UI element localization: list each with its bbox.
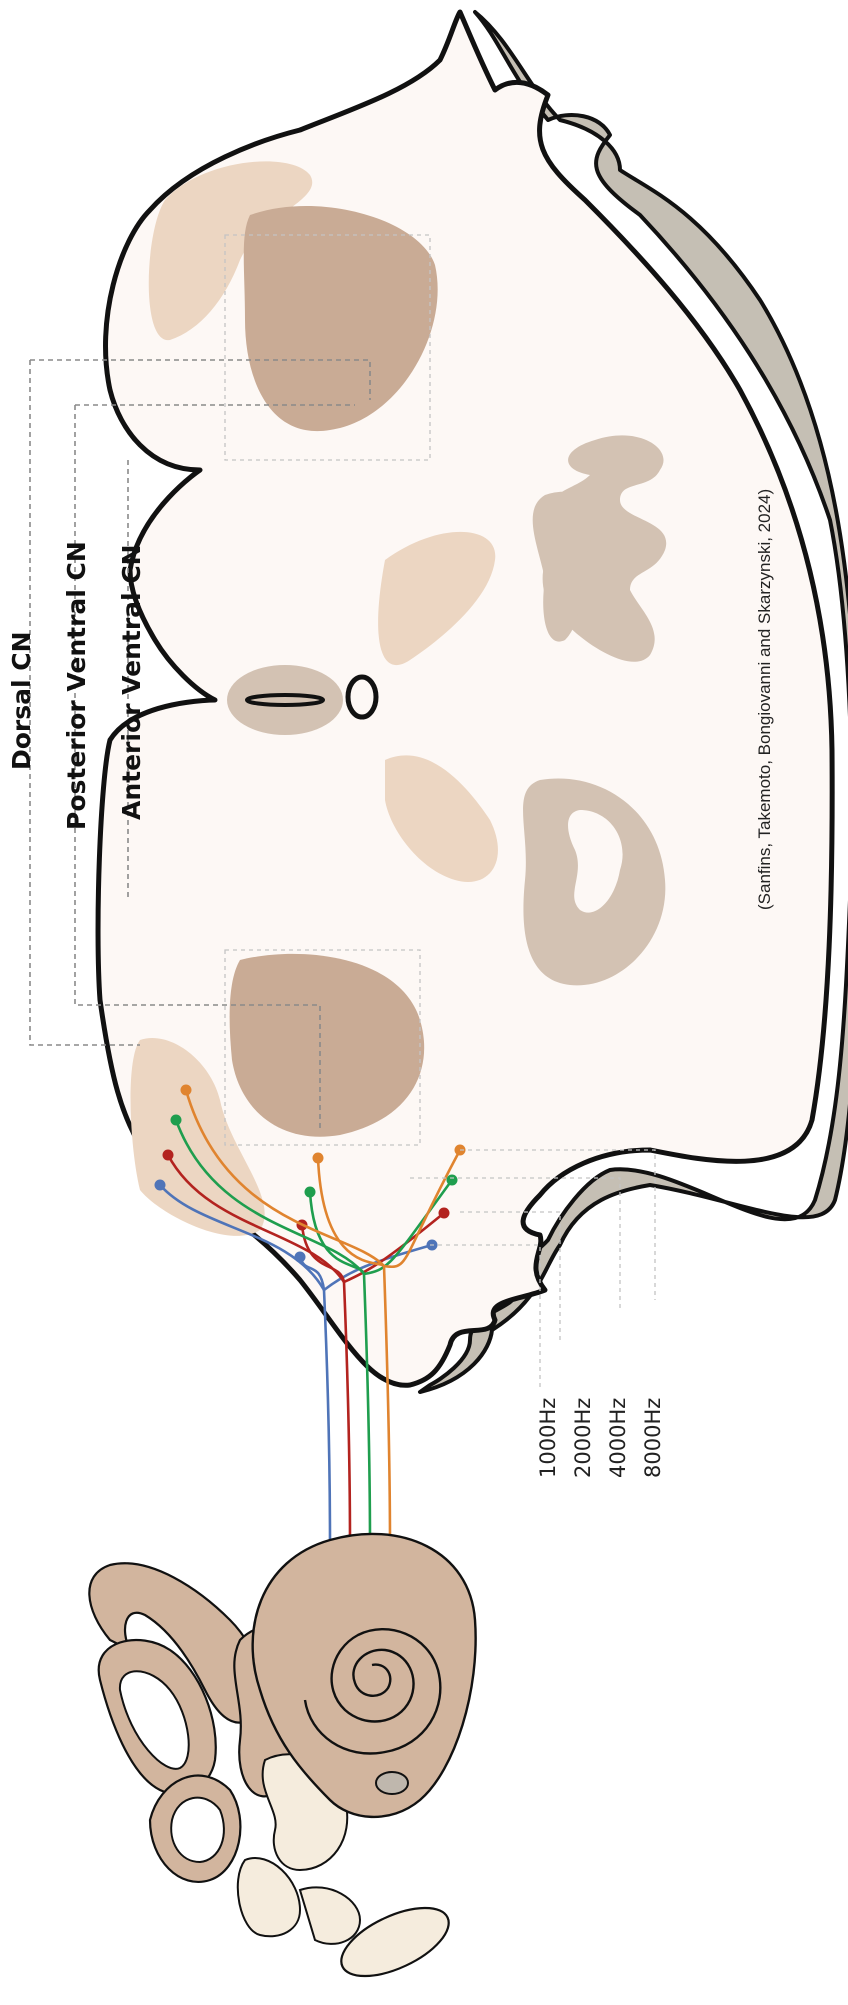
frequency-labels: 1000Hz 2000Hz 4000Hz 8000Hz <box>536 1398 665 1478</box>
fiber-terminal <box>163 1150 174 1161</box>
citation: (Sanfins, Takemoto, Bongiovanni and Skar… <box>755 489 774 910</box>
inner-ear <box>89 1534 475 1990</box>
midline-nucleus <box>227 665 343 735</box>
ossicle-connector <box>300 1887 360 1944</box>
label-posterior-ventral-cn: Posterior Ventral CN <box>62 541 91 830</box>
frequency-label-1000hz: 1000Hz <box>536 1398 560 1478</box>
fiber-terminal <box>295 1252 306 1263</box>
frequency-label-4000hz: 4000Hz <box>606 1398 630 1478</box>
fiber-terminal <box>171 1115 182 1126</box>
oval-window <box>376 1772 408 1794</box>
frequency-label-8000hz: 8000Hz <box>641 1398 665 1478</box>
fiber-terminal <box>305 1187 316 1198</box>
label-anterior-ventral-cn: Anterior Ventral CN <box>117 544 146 820</box>
label-dorsal-cn: Dorsal CN <box>7 631 36 770</box>
frequency-label-2000hz: 2000Hz <box>571 1398 595 1478</box>
fiber-terminal <box>313 1153 324 1164</box>
ossicle-stapes <box>238 1858 300 1936</box>
fiber-terminal <box>181 1085 192 1096</box>
fiber-terminal <box>155 1180 166 1191</box>
fiber-branch <box>324 1290 330 1545</box>
fiber-terminal <box>447 1175 458 1186</box>
semicircular-canal-lower-hole <box>171 1798 224 1862</box>
fiber-terminal <box>439 1208 450 1219</box>
brainstem-section <box>98 12 848 1392</box>
